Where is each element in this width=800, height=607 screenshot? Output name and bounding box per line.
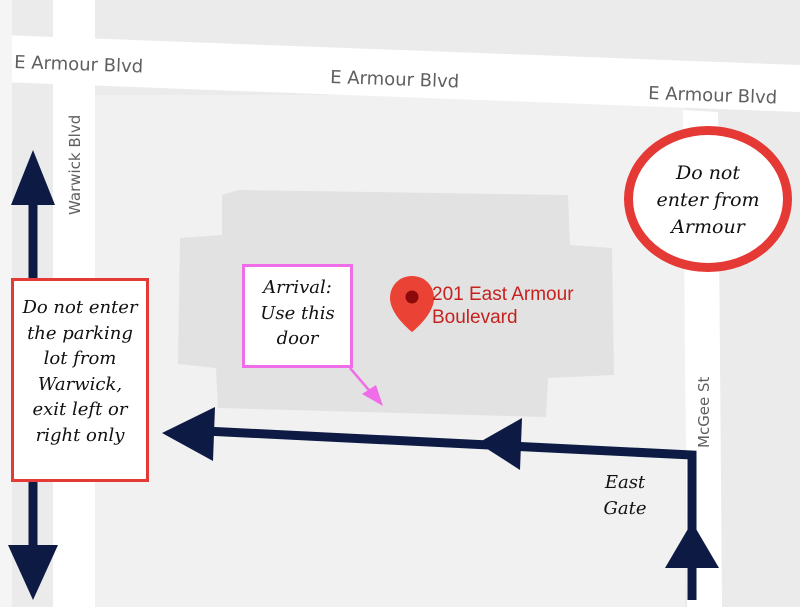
note-line: door	[276, 328, 319, 350]
note-line: East	[604, 472, 646, 493]
note-line: Use this	[260, 302, 335, 324]
armour-no-entry-note: Do not enter from Armour	[624, 126, 792, 272]
route-arrows	[8, 150, 719, 600]
route-arrow-head-left	[162, 407, 215, 461]
note-line: Gate	[603, 498, 647, 520]
gate-arrow-up-head	[665, 522, 719, 568]
arrival-door-note: Arrival: Use this door	[242, 264, 353, 368]
note-line: Do not	[675, 162, 741, 184]
street-label-armour-left: E Armour Blvd	[14, 52, 144, 77]
note-line: Warwick,	[37, 373, 123, 395]
note-line: the parking	[27, 322, 133, 344]
note-line: Armour	[671, 215, 745, 238]
warwick-arrow-down-head	[8, 545, 58, 600]
map-pin-icon[interactable]	[390, 276, 434, 332]
note-line: Arrival:	[263, 277, 332, 298]
east-gate-label: East Gate	[585, 470, 665, 522]
street-label-warwick: Warwick Blvd	[66, 115, 84, 215]
place-label-line2[interactable]: Boulevard	[432, 307, 518, 328]
note-line: exit left or	[32, 399, 128, 421]
street-label-armour-right: E Armour Blvd	[648, 83, 778, 108]
route-arrow-head-mid	[478, 418, 522, 470]
arrival-pointer	[349, 367, 383, 406]
note-line: Do not enter	[22, 297, 138, 318]
note-line: lot from	[43, 348, 117, 370]
note-line: right only	[35, 424, 125, 446]
place-label-line1[interactable]: 201 East Armour	[432, 284, 574, 305]
warwick-arrow-up-head	[11, 150, 55, 205]
warwick-no-entry-note: Do not enter the parking lot from Warwic…	[11, 278, 149, 482]
street-label-armour-center: E Armour Blvd	[330, 67, 460, 92]
note-line: enter from	[656, 188, 760, 211]
street-label-mcgee: McGee St	[695, 376, 713, 448]
